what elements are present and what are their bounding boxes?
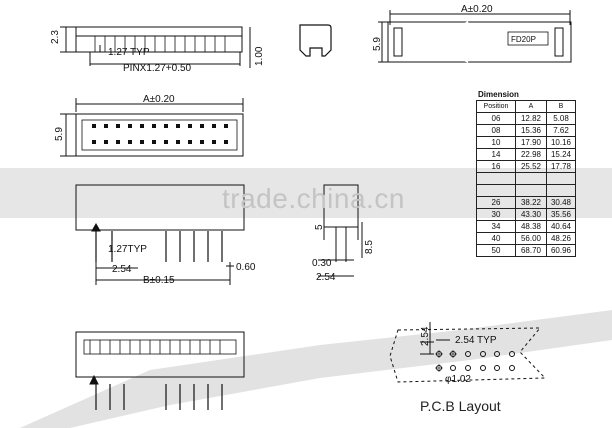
- cell-position: 10: [476, 136, 516, 149]
- side-view: [318, 184, 363, 277]
- table-row: [476, 172, 576, 185]
- cell-position: 34: [476, 220, 516, 233]
- row-front-label: 2.54: [112, 264, 132, 275]
- watermark: trade.china.cn: [222, 183, 405, 214]
- cell-a: 22.98: [515, 148, 547, 161]
- latch-view: [299, 24, 332, 57]
- background-swoosh: [20, 310, 612, 428]
- pitch-label: 1.27 TYP: [108, 47, 150, 58]
- cell-b: 40.64: [546, 220, 576, 233]
- cell-b: 15.24: [546, 148, 576, 161]
- pin-span-label: PINX1.27+0.50: [123, 63, 192, 74]
- cell-a: 25.52: [515, 160, 547, 173]
- cell-b: 48.26: [546, 232, 576, 245]
- a-dimension-mid: A±0.20: [143, 94, 175, 105]
- header-b: B: [546, 100, 576, 113]
- pcb-hole-label: φ1.02: [445, 374, 471, 385]
- cell-a: 12.82: [515, 112, 547, 125]
- cell-b: 10.16: [546, 136, 576, 149]
- cell-b: 7.62: [546, 124, 576, 137]
- pitch-front-label: 1.27TYP: [108, 244, 147, 255]
- table-header-row: Position A B: [476, 100, 576, 113]
- front-view: [75, 184, 245, 285]
- cell-a: 48.38: [515, 220, 547, 233]
- pcb-row-label: 2.54: [420, 326, 431, 346]
- cell-a: 68.70: [515, 244, 547, 257]
- pcb-layout-title: P.C.B Layout: [420, 398, 501, 414]
- width-label-top: 5.9: [372, 37, 383, 51]
- cell-a: 56.00: [515, 232, 547, 245]
- cell-b: 17.78: [546, 160, 576, 173]
- cell-b: 30.48: [546, 196, 576, 209]
- cell-position: 08: [476, 124, 516, 137]
- cell-position: 16: [476, 160, 516, 173]
- cell-b: [546, 172, 576, 185]
- side-height-label: 1.00: [254, 46, 265, 66]
- cell-b: 60.96: [546, 244, 576, 257]
- header-position: Position: [476, 100, 516, 113]
- cell-position: 40: [476, 232, 516, 245]
- side-row-label: 2.54: [316, 272, 336, 283]
- background-banner: [0, 168, 612, 218]
- plan-view: [60, 98, 244, 157]
- cell-position: 14: [476, 148, 516, 161]
- a-dimension-top: A±0.20: [461, 4, 493, 15]
- pcb-layout: [389, 322, 547, 383]
- cell-a: [515, 184, 547, 197]
- header-a: A: [515, 100, 547, 113]
- top-outline-view: [378, 10, 572, 63]
- cell-b: 35.56: [546, 208, 576, 221]
- cell-a: 38.22: [515, 196, 547, 209]
- cell-a: 43.30: [515, 208, 547, 221]
- side-height-5: 5: [314, 224, 325, 230]
- cell-b: 5.08: [546, 112, 576, 125]
- height-label: 2.3: [50, 30, 61, 44]
- cell-b: [546, 184, 576, 197]
- cell-a: 17.90: [515, 136, 547, 149]
- cell-position: [476, 184, 516, 197]
- cell-a: [515, 172, 547, 185]
- cell-a: 15.36: [515, 124, 547, 137]
- pin-width-label: 0.60: [236, 262, 256, 273]
- pcb-pitch-label: 2.54 TYP: [455, 335, 497, 346]
- width-label-mid: 5.9: [54, 127, 65, 141]
- pin-thickness-label: 0.30: [312, 258, 332, 269]
- dimension-table-title: Dimension: [478, 90, 519, 99]
- top-view: [60, 26, 251, 68]
- cell-position: [476, 172, 516, 185]
- cell-position: 26: [476, 196, 516, 209]
- cell-position: 30: [476, 208, 516, 221]
- cell-position: 50: [476, 244, 516, 257]
- side-height-8-5: 8.5: [364, 240, 375, 254]
- part-number-label: FD20P: [511, 35, 536, 44]
- cell-position: 06: [476, 112, 516, 125]
- b-dimension-label: B±0.15: [143, 275, 175, 286]
- section-view: [75, 331, 245, 410]
- table-row: [476, 184, 576, 197]
